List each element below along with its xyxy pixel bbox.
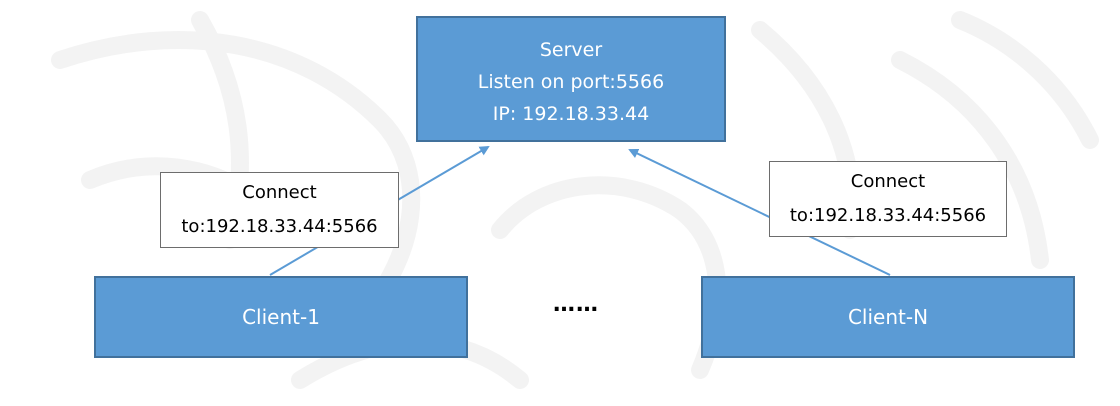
client-1-label: Client-1 (242, 305, 320, 329)
client-n-label: Client-N (847, 305, 929, 329)
server-title: Server (539, 39, 603, 61)
server-box: Server Listen on port:5566 IP: 192.18.33… (416, 16, 726, 142)
connect-label-client-1: Connect to:192.18.33.44:5566 (160, 172, 399, 248)
connect-label-title: Connect (242, 182, 317, 203)
ellipsis: …… (553, 292, 599, 317)
connect-label-address: to:192.18.33.44:5566 (789, 205, 987, 226)
client-1-box: Client-1 (94, 276, 468, 358)
server-ip: IP: 192.18.33.44 (492, 103, 650, 125)
connect-label-title: Connect (850, 171, 926, 192)
connect-label-address: to:192.18.33.44:5566 (181, 216, 378, 237)
server-listen-port: Listen on port:5566 (477, 71, 665, 93)
connect-label-client-n: Connect to:192.18.33.44:5566 (769, 161, 1007, 237)
arrow-clientn-to-server (628, 148, 891, 276)
client-n-box: Client-N (701, 276, 1075, 358)
